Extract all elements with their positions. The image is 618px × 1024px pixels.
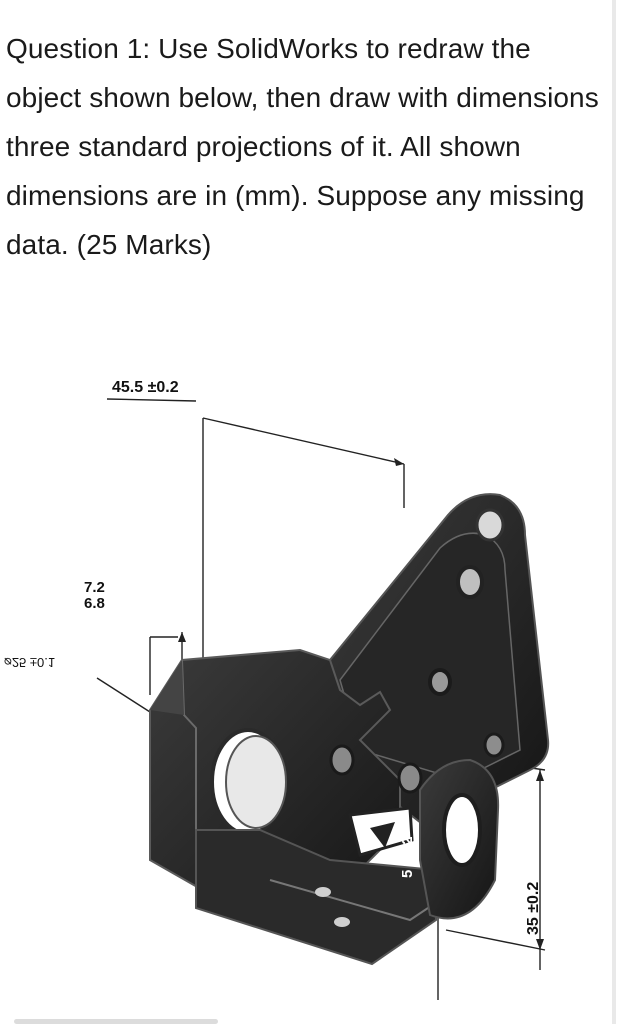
page-edge-divider bbox=[612, 0, 616, 1024]
isometric-drawing: 45.5 ±0.2 7.2 6.8 ⌀25 ±0.1 5 ±0.2 35 ±0.… bbox=[0, 360, 618, 1024]
dim-hole-diameter: ⌀25 ±0.1 bbox=[4, 655, 56, 670]
dim-thickness-lower: 6.8 bbox=[84, 595, 105, 612]
question-text: Question 1: Use SolidWorks to redraw the… bbox=[6, 33, 599, 260]
part-body bbox=[149, 493, 550, 966]
dim-overall-height: 35 ±0.2 bbox=[525, 881, 542, 935]
dim-lug-thickness: 5 ±0.2 bbox=[399, 836, 416, 878]
dimension-lines bbox=[96, 398, 546, 1000]
scroll-indicator bbox=[14, 1019, 218, 1024]
part-drawing bbox=[96, 398, 550, 1000]
dim-top-width: 45.5 ±0.2 bbox=[112, 379, 179, 396]
dim-thickness-upper: 7.2 bbox=[84, 579, 105, 596]
